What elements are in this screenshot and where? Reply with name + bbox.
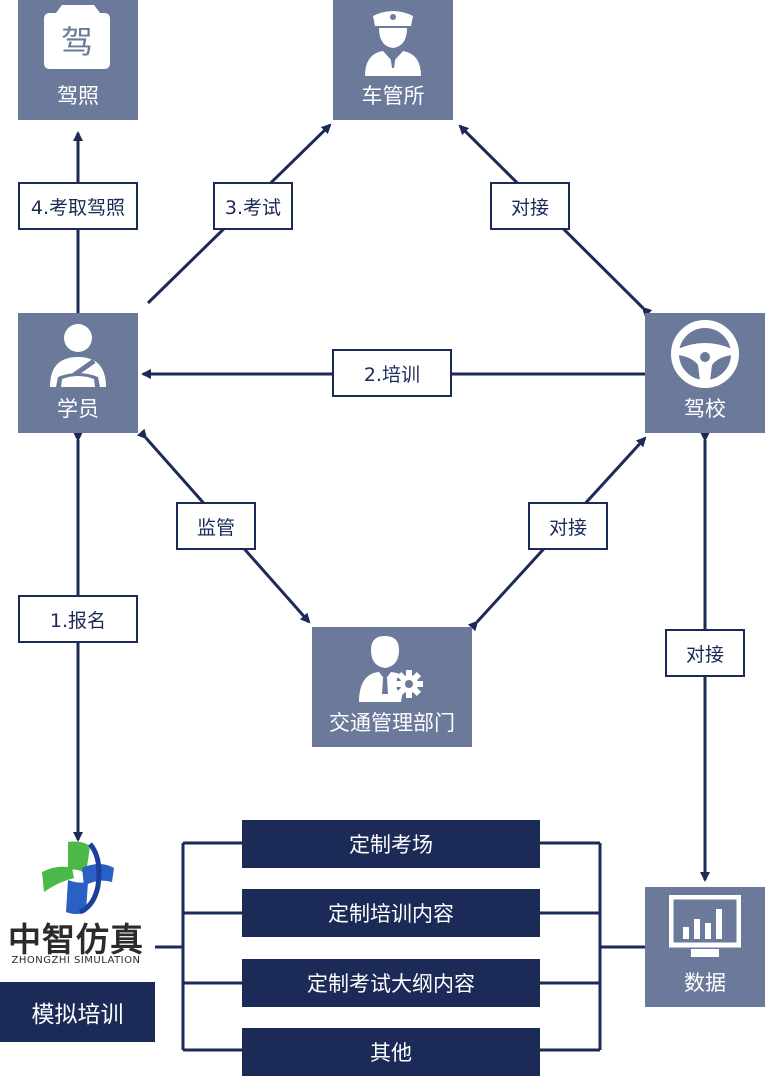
edge-label-take-license: 4.考取驾照 bbox=[18, 182, 138, 230]
edge-label-exam: 3.考试 bbox=[213, 182, 293, 230]
node-license-label: 驾照 bbox=[57, 84, 99, 108]
node-student-label: 学员 bbox=[57, 397, 99, 421]
steering-wheel-icon bbox=[671, 320, 739, 388]
edge-label-dock-right: 对接 bbox=[665, 629, 745, 677]
node-data: 数据 bbox=[645, 887, 765, 1007]
node-school: 驾校 bbox=[645, 313, 765, 433]
node-data-label: 数据 bbox=[684, 971, 726, 995]
manager-gear-icon bbox=[359, 636, 423, 702]
simulation-training-box: 模拟培训 bbox=[0, 982, 155, 1042]
edge-label-dock-mid: 对接 bbox=[528, 502, 608, 550]
edge-label-register: 1.报名 bbox=[18, 595, 138, 643]
node-dmv: 车管所 bbox=[333, 0, 453, 120]
edge-label-dock-top: 对接 bbox=[490, 182, 570, 230]
license-icon: 驾 bbox=[44, 5, 110, 69]
zhongzhi-logo-icon bbox=[42, 841, 114, 915]
bar-chart-monitor-icon bbox=[669, 895, 741, 957]
logo-english-name: ZHONGZHI SIMULATION bbox=[11, 955, 141, 966]
police-officer-icon bbox=[365, 11, 421, 76]
license-icon-char: 驾 bbox=[61, 23, 93, 61]
node-traffic-label: 交通管理部门 bbox=[329, 711, 455, 735]
node-school-label: 驾校 bbox=[684, 397, 726, 421]
node-license: 驾 驾照 bbox=[18, 0, 138, 120]
service-other: 其他 bbox=[242, 1028, 540, 1076]
logo-chinese-name: 中智仿真 bbox=[8, 920, 144, 959]
edge-label-supervise: 监管 bbox=[176, 502, 256, 550]
service-custom-exam-site: 定制考场 bbox=[242, 820, 540, 868]
node-dmv-label: 车管所 bbox=[361, 84, 425, 108]
service-custom-exam-syllabus: 定制考试大纲内容 bbox=[242, 959, 540, 1007]
service-custom-training-content: 定制培训内容 bbox=[242, 889, 540, 937]
student-seatbelt-icon bbox=[50, 324, 106, 388]
node-traffic: 交通管理部门 bbox=[312, 627, 472, 747]
edge-label-training: 2.培训 bbox=[332, 349, 452, 397]
node-student: 学员 bbox=[18, 313, 138, 433]
